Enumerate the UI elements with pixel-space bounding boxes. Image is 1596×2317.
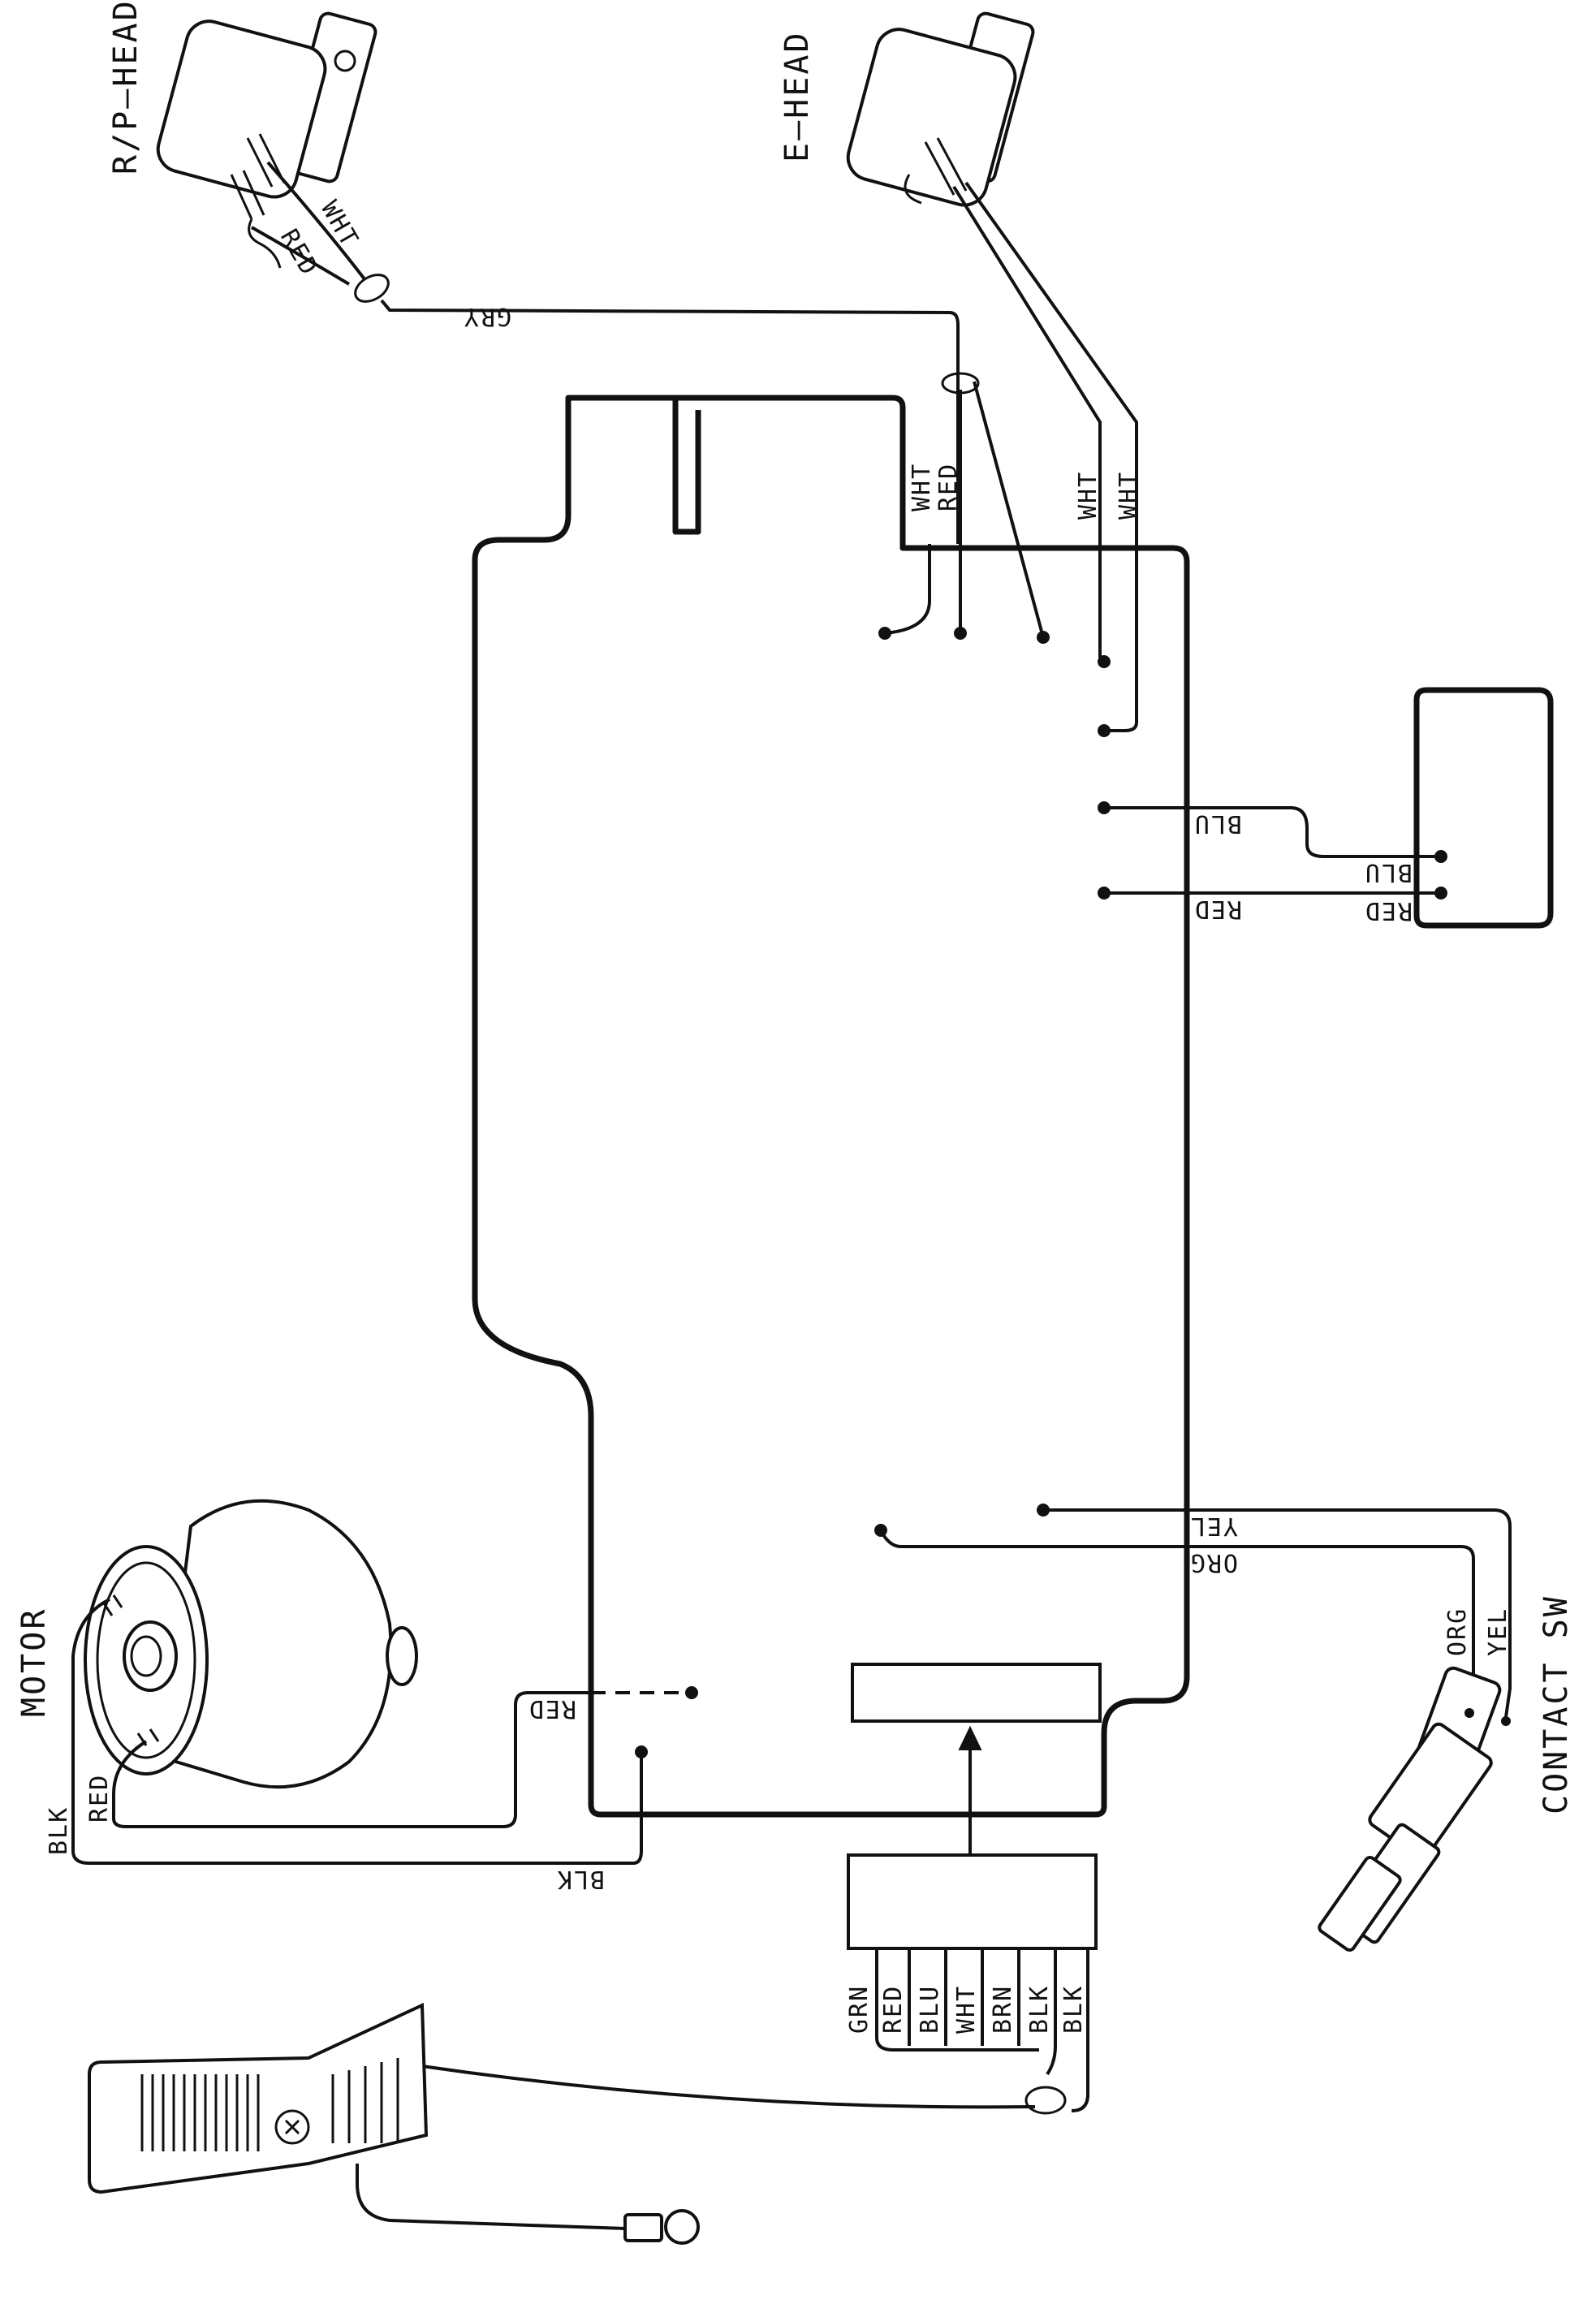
motor-rear-boss: [386, 1626, 418, 1686]
cable-label-red: RED: [879, 1985, 908, 2034]
motor-housing: [160, 1499, 393, 1789]
terminal-dot: [1434, 850, 1447, 863]
label-rp-red: RED: [274, 225, 323, 282]
motor-title: MOTOR: [15, 1607, 53, 1717]
rp-head-body: [156, 19, 327, 199]
motor-face-inner: [96, 1561, 196, 1759]
rp-cable-clamp: [354, 274, 390, 303]
e-head-lug: [904, 174, 922, 205]
connector-arrowhead: [958, 1725, 982, 1750]
label-pcb-red: RED: [934, 463, 963, 511]
pcb-wire-gry-end: [973, 381, 1045, 638]
label-org-board: ORG: [1189, 1548, 1238, 1577]
cable-label-blk-1: BLK: [1025, 1985, 1054, 2034]
gry-wire: [380, 299, 960, 544]
terminal-dot: [635, 1745, 648, 1758]
org-wire: [879, 1530, 1475, 1710]
label-motor-blk: BLK: [45, 1806, 73, 1855]
motor-red-wire: [112, 1691, 591, 1828]
cable-bundle: [875, 1948, 1089, 2115]
terminal-dot: [878, 627, 891, 640]
rp-head-title: R/P—HEAD: [107, 0, 145, 175]
terminal-dot: [1037, 1504, 1050, 1517]
cable-label-wht: WHT: [952, 1985, 981, 2034]
pcb-wire-wht: [884, 544, 931, 635]
motor-blk-wire: [71, 1598, 643, 1865]
terminal-dot: [1501, 1716, 1511, 1726]
contact-switch: [1318, 1666, 1511, 1952]
contact-sw-title: CONTACT SW: [1538, 1594, 1575, 1814]
terminal-dot: [685, 1686, 698, 1699]
label-motor-red: RED: [85, 1774, 114, 1823]
terminal-dot: [1098, 801, 1111, 814]
label-motor-red-board: RED: [528, 1694, 576, 1723]
motor-shaft: [130, 1635, 162, 1677]
foot-controller: [88, 2002, 429, 2194]
rp-head-mount-hole: [334, 50, 356, 72]
label-ehead-wht-2: WHT: [1115, 471, 1143, 520]
label-yel-board: YEL: [1189, 1512, 1238, 1540]
ehead-wire-2: [964, 181, 1138, 732]
main-board-outline: [472, 395, 1190, 1818]
terminal-dot: [874, 1524, 887, 1537]
label-yel-sw: YEL: [1484, 1607, 1512, 1656]
e-head-terminal: [924, 137, 968, 196]
ground-lug-ring: [664, 2209, 700, 2245]
e-head-title: E—HEAD: [779, 31, 816, 163]
sub-board-outline: [1413, 687, 1554, 929]
blu-wire: [1104, 806, 1441, 858]
foot-controller-grille: [140, 2074, 260, 2151]
board-component: [851, 1663, 1102, 1723]
yel-wire: [1043, 1508, 1512, 1718]
rp-head-lug: [248, 218, 282, 269]
rp-wire-wht: [266, 161, 367, 282]
label-red-board: RED: [1193, 895, 1242, 923]
ground-wire: [356, 2164, 626, 2230]
label-pcb-wht: WHT: [908, 463, 936, 511]
rp-wire-red: [251, 226, 351, 286]
cable-label-brn: BRN: [989, 1985, 1017, 2034]
contact-switch-tip: [1318, 1855, 1402, 1952]
ehead-wire-1: [952, 185, 1102, 658]
e-head: [846, 11, 1035, 207]
label-red-right: RED: [1364, 896, 1413, 925]
connector-block: [847, 1853, 1098, 1950]
label-org-sw: ORG: [1443, 1607, 1472, 1656]
terminal-dot: [1098, 655, 1111, 668]
label-blk-bottom: BLK: [556, 1865, 605, 1893]
label-blu-board: BLU: [1193, 809, 1242, 838]
power-cord: [421, 2065, 1036, 2109]
screw-icon: [274, 2109, 310, 2145]
board-notch: [672, 398, 701, 535]
label-blu-right: BLU: [1364, 858, 1413, 887]
rp-head-terminal-2: [230, 170, 265, 220]
motor-terminal-top: [102, 1594, 123, 1616]
label-gry: GRY: [463, 302, 511, 330]
terminal-dot: [1098, 887, 1111, 900]
motor: [84, 1499, 418, 1789]
bundle-cable-clamp: [1024, 2086, 1067, 2115]
terminal-dot: [1098, 724, 1111, 737]
terminal-dot: [1037, 631, 1050, 644]
terminal-dot: [1464, 1708, 1474, 1718]
terminal-dot: [954, 627, 967, 640]
rp-head: [156, 11, 377, 269]
foot-controller-ribs: [331, 2058, 399, 2143]
cable-label-grn: GRN: [845, 1985, 873, 2034]
label-ehead-wht-1: WHT: [1074, 471, 1102, 520]
cable-label-blk-2: BLK: [1059, 1985, 1088, 2034]
terminal-dot: [1434, 887, 1447, 900]
e-head-body: [846, 28, 1017, 207]
ground-lug-crimp: [623, 2213, 663, 2242]
cable-label-blu: BLU: [916, 1985, 944, 2034]
